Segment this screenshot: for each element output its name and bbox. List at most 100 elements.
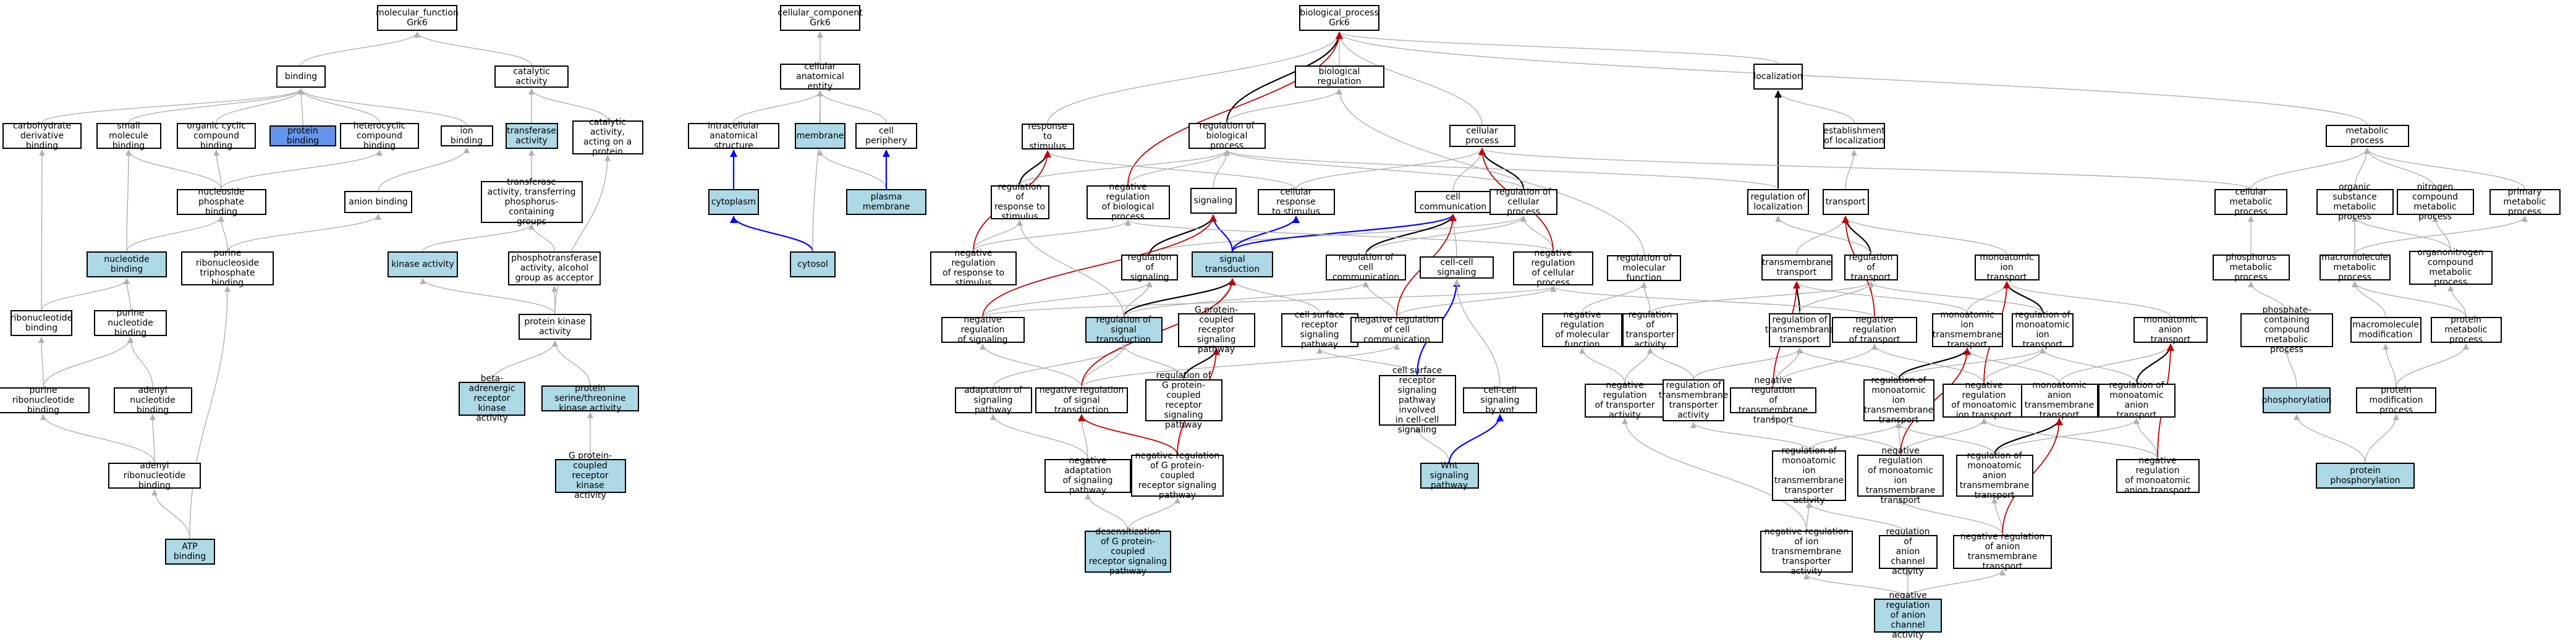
node-regulation-of-monoatomic-anion-transport[interactable]: regulation of monoatomic anion transport	[2098, 381, 2176, 420]
node-localization[interactable]: localization	[1753, 64, 1803, 90]
node-cell-surface-receptor-signaling-in-cell-cell[interactable]: cell surface receptor signaling pathway …	[1378, 366, 1456, 435]
node-regulation-of-signal-transduction[interactable]: regulation of signal transduction	[1085, 315, 1163, 345]
node-small-molecule-binding[interactable]: small molecule binding	[96, 121, 161, 151]
node-biological-regulation[interactable]: biological regulation	[1294, 65, 1384, 88]
node-ribonucleotide-binding[interactable]: ribonucleotide binding	[11, 310, 72, 336]
node-negative-regulation-of-molecular-function[interactable]: negative regulation of molecular functio…	[1542, 310, 1622, 350]
node-regulation-of-anion-channel-activity[interactable]: regulation of anion channel activity	[1878, 527, 1938, 576]
node-regulation-of-localization[interactable]: regulation of localization	[1747, 189, 1809, 215]
node-regulation-of-transport[interactable]: regulation of transport	[1844, 253, 1898, 282]
node-regulation-of-biological-process[interactable]: regulation of biological process	[1188, 121, 1266, 151]
node-adenyl-ribonucleotide-binding[interactable]: adenyl ribonucleotide binding	[108, 461, 201, 491]
node-monoatomic-ion-transport[interactable]: monoatomic ion transport	[1974, 253, 2040, 282]
node-primary-metabolic-process[interactable]: primary metabolic process	[2489, 187, 2561, 217]
node-negative-regulation-of-response-to-stimulus[interactable]: negative regulation of response to stimu…	[930, 248, 1017, 288]
node-negative-regulation-of-monoatomic-ion-transport[interactable]: negative regulation of monoatomic ion tr…	[1942, 381, 2026, 420]
node-regulation-of-response-to-stimulus[interactable]: regulation of response to stimulus	[990, 182, 1049, 222]
node-regulation-of-transmembrane-transport[interactable]: regulation of transmembrane transport	[1765, 313, 1834, 347]
node-organic-substance-metabolic-process[interactable]: organic substance metabolic process	[2316, 182, 2394, 222]
node-regulation-of-cell-communication[interactable]: regulation of cell communication	[1326, 253, 1406, 282]
node-cellular-anatomical-entity[interactable]: cellular anatomical entity	[780, 62, 860, 91]
node-gpcr-signaling-pathway[interactable]: G protein-coupled receptor signaling pat…	[1177, 305, 1255, 355]
node-carbohydrate-derivative-binding[interactable]: carbohydrate derivative binding	[2, 121, 82, 151]
node-negative-regulation-of-monoatomic-anion-transport[interactable]: negative regulation of monoatomic anion …	[2116, 456, 2200, 495]
node-biological-process[interactable]: biological_process Grk6	[1299, 5, 1379, 31]
node-membrane[interactable]: membrane	[795, 123, 845, 149]
node-negative-adaptation-of-signaling-pathway[interactable]: negative adaptation of signaling pathway	[1044, 456, 1131, 495]
node-negative-regulation-of-transmembrane-transport[interactable]: negative regulation of transmembrane tra…	[1730, 376, 1816, 425]
node-catalytic-activity-on-protein[interactable]: catalytic activity, acting on a protein	[572, 117, 643, 157]
node-cell-cell-signaling-by-wnt[interactable]: cell-cell signaling by wnt	[1463, 385, 1537, 415]
node-negative-regulation-of-cellular-process[interactable]: negative regulation of cellular process	[1513, 248, 1593, 288]
node-cell-cell-signaling[interactable]: cell-cell signaling	[1420, 256, 1494, 279]
node-negative-regulation-of-cell-communication[interactable]: negative regulation of cell communicatio…	[1350, 315, 1443, 345]
node-cytosol[interactable]: cytosol	[790, 251, 836, 277]
node-ion-binding[interactable]: ion binding	[440, 125, 493, 146]
node-purine-nucleotide-binding[interactable]: purine nucleotide binding	[94, 308, 167, 338]
node-transport[interactable]: transport	[1822, 189, 1869, 215]
node-wnt-signaling-pathway[interactable]: Wnt signaling pathway	[1420, 461, 1479, 491]
node-regulation-of-monoatomic-anion-transmembrane-transport[interactable]: regulation of monoatomic anion transmemb…	[1955, 451, 2033, 500]
node-regulation-of-monoatomic-ion-transmembrane-transport[interactable]: regulation of monoatomic ion transmembra…	[1863, 376, 1934, 425]
node-kinase-activity[interactable]: kinase activity	[388, 251, 458, 277]
node-establishment-of-localization[interactable]: establishment of localization	[1823, 123, 1885, 149]
node-nucleotide-binding[interactable]: nucleotide binding	[87, 251, 167, 277]
node-desensitization-of-gpcr-signaling-pathway[interactable]: desensitization of G protein-coupled rec…	[1085, 527, 1171, 576]
node-protein-modification-process[interactable]: protein modification process	[2356, 385, 2436, 415]
node-negative-regulation-of-signaling[interactable]: negative regulation of signaling	[941, 315, 1025, 345]
node-cellular-process[interactable]: cellular process	[1449, 125, 1515, 147]
node-phosphorylation[interactable]: phosphorylation	[2261, 387, 2332, 413]
node-atp-binding[interactable]: ATP binding	[164, 539, 215, 565]
node-adaptation-of-signaling-pathway[interactable]: adaptation of signaling pathway	[954, 385, 1032, 415]
node-cytoplasm[interactable]: cytoplasm	[708, 189, 759, 215]
node-signal-transduction[interactable]: signal transduction	[1192, 251, 1273, 277]
node-nitrogen-compound-metabolic-process[interactable]: nitrogen compound metabolic process	[2396, 182, 2474, 222]
node-anion-binding[interactable]: anion binding	[344, 191, 412, 213]
node-transferase-activity[interactable]: transferase activity	[505, 123, 558, 149]
node-response-to-stimulus[interactable]: response to stimulus	[1021, 122, 1074, 151]
node-plasma-membrane[interactable]: plasma membrane	[846, 189, 926, 215]
node-regulation-of-monoatomic-ion-transport[interactable]: regulation of monoatomic ion transport	[2012, 310, 2074, 350]
node-regulation-of-signaling[interactable]: regulation of signaling	[1121, 253, 1178, 282]
node-protein-serine-threonine-kinase[interactable]: protein serine/threonine kinase activity	[541, 384, 639, 413]
node-negative-regulation-of-transport[interactable]: negative regulation of transport	[1832, 315, 1917, 345]
node-heterocyclic-compound-binding[interactable]: heterocyclic compound binding	[340, 121, 419, 151]
node-cellular-response-to-stimulus[interactable]: cellular response to stimulus	[1257, 187, 1335, 217]
node-cell-surface-receptor-signaling-pathway[interactable]: cell surface receptor signaling pathway	[1281, 310, 1358, 350]
node-protein-phosphorylation[interactable]: protein phosphorylation	[2316, 463, 2415, 489]
node-organonitrogen-compound-metabolic-process[interactable]: organonitrogen compound metabolic proces…	[2409, 248, 2493, 287]
node-negative-regulation-of-biological-process[interactable]: negative regulation of biological proces…	[1086, 182, 1170, 222]
node-macromolecule-metabolic-process[interactable]: macromolecule metabolic process	[2319, 253, 2391, 282]
node-transmembrane-transport[interactable]: transmembrane transport	[1761, 255, 1832, 280]
node-adenyl-nucleotide-binding[interactable]: adenyl nucleotide binding	[113, 385, 192, 415]
node-binding[interactable]: binding	[276, 65, 326, 88]
node-cell-periphery[interactable]: cell periphery	[855, 123, 917, 149]
node-organic-cyclic-compound-binding[interactable]: organic cyclic compound binding	[177, 121, 256, 151]
node-negative-regulation-of-transporter-activity[interactable]: negative regulation of transporter activ…	[1585, 381, 1665, 420]
node-negative-regulation-of-ion-transmembrane-transporter-activity[interactable]: negative regulation of ion transmembrane…	[1760, 527, 1853, 576]
node-protein-kinase-activity[interactable]: protein kinase activity	[519, 314, 591, 340]
node-monoatomic-anion-transmembrane-transport[interactable]: monoatomic anion transmembrane transport	[2020, 381, 2098, 420]
node-negative-regulation-of-anion-channel-activity[interactable]: negative regulation of anion channel act…	[1874, 591, 1942, 640]
node-regulation-of-transmembrane-transporter-activity[interactable]: regulation of transmembrane transporter …	[1658, 379, 1729, 421]
node-phosphorus-metabolic-process[interactable]: phosphorus metabolic process	[2212, 253, 2290, 282]
node-negative-regulation-of-gpcr-signaling-pathway[interactable]: negative regulation of G protein-coupled…	[1131, 451, 1224, 500]
node-macromolecule-modification[interactable]: macromolecule modification	[2350, 317, 2421, 343]
node-protein-binding[interactable]: protein binding	[269, 125, 336, 146]
node-regulation-of-transporter-activity[interactable]: regulation of transporter activity	[1622, 310, 1678, 350]
node-cellular-metabolic-process[interactable]: cellular metabolic process	[2214, 187, 2287, 217]
node-protein-metabolic-process[interactable]: protein metabolic process	[2430, 315, 2502, 345]
node-regulation-of-molecular-function[interactable]: regulation of molecular function	[1607, 253, 1681, 283]
node-gpcr-kinase-activity[interactable]: G protein-coupled receptor kinase activi…	[554, 451, 626, 500]
node-purine-ribonucleotide-binding[interactable]: purine ribonucleotide binding	[0, 385, 90, 415]
node-phosphate-containing-compound-metabolic-process[interactable]: phosphate-containing compound metabolic …	[2240, 305, 2333, 355]
node-monoatomic-anion-transport[interactable]: monoatomic anion transport	[2133, 315, 2208, 345]
node-phosphotransferase-activity[interactable]: phosphotransferase activity, alcohol gro…	[508, 251, 601, 285]
node-negative-regulation-of-signal-transduction[interactable]: negative regulation of signal transducti…	[1035, 385, 1128, 415]
node-regulation-of-cellular-process[interactable]: regulation of cellular process	[1489, 187, 1557, 217]
node-negative-regulation-of-monoatomic-ion-transmembrane-transport[interactable]: negative regulation of monoatomic ion tr…	[1857, 446, 1944, 505]
node-cellular-component[interactable]: cellular_component Grk6	[777, 5, 863, 31]
node-regulation-of-gpcr-signaling-pathway[interactable]: regulation of G protein-coupled receptor…	[1145, 371, 1222, 430]
node-purine-ribonucleoside-triphosphate-binding[interactable]: purine ribonucleoside triphosphate bindi…	[181, 248, 274, 288]
node-catalytic-activity[interactable]: catalytic activity	[494, 65, 569, 88]
